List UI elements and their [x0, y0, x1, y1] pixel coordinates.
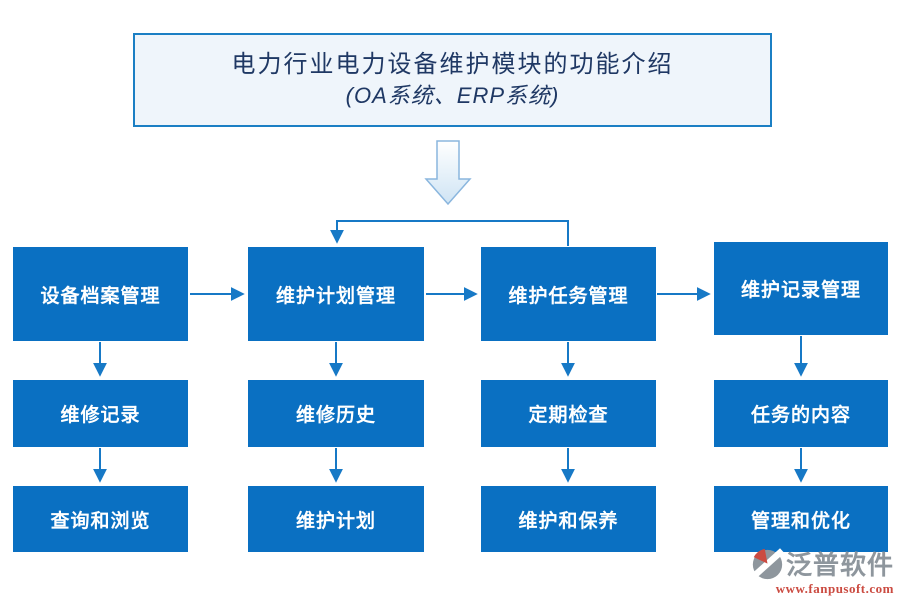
node-maintenance-plan: 维护计划	[248, 486, 424, 552]
connector-feedback-task-to-plan	[330, 220, 569, 246]
node-periodic-inspection: 定期检查	[481, 380, 656, 447]
fanpu-logo-text: 泛普软件	[785, 549, 894, 580]
diagram-title-line2: (OA系统、ERP系统)	[345, 83, 560, 108]
node-maintenance-record-management: 维护记录管理	[714, 242, 888, 335]
node-maintenance-task-management: 维护任务管理	[481, 247, 656, 341]
node-device-archive-management: 设备档案管理	[13, 247, 188, 341]
diagram-title-line1: 电力行业电力设备维护模块的功能介绍	[231, 51, 674, 78]
down-block-arrow-icon	[424, 140, 472, 206]
node-maintenance-and-upkeep: 维护和保养	[481, 486, 656, 552]
node-maintenance-plan-management: 维护计划管理	[248, 247, 424, 341]
fanpu-logo-url: www.fanpusoft.com	[775, 581, 894, 596]
node-task-content: 任务的内容	[714, 380, 888, 447]
node-query-and-browse: 查询和浏览	[13, 486, 188, 552]
fanpu-watermark: 泛普软件 www.fanpusoft.com	[750, 548, 894, 596]
node-repair-records: 维修记录	[13, 380, 188, 447]
node-repair-history: 维修历史	[248, 380, 424, 447]
fanpu-logo-icon	[750, 548, 784, 581]
node-management-and-optimization: 管理和优化	[714, 486, 888, 552]
diagram-title-box: 电力行业电力设备维护模块的功能介绍 (OA系统、ERP系统)	[133, 33, 772, 127]
